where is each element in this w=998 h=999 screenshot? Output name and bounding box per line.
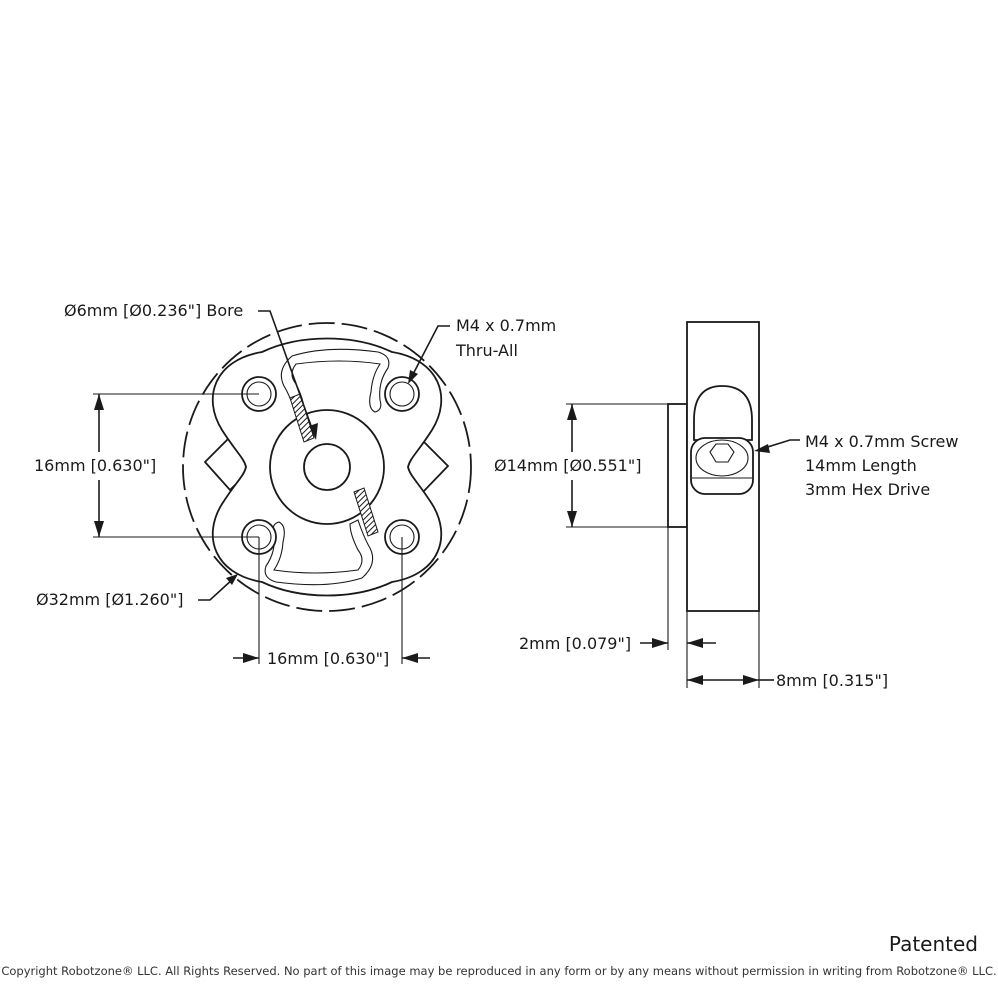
hub-diameter-label: Ø14mm [Ø0.551"] [494,456,641,475]
side-hub [667,403,688,528]
screw-label-line1: M4 x 0.7mm Screw [805,432,958,451]
thickness-dimension: 8mm [0.315"] [687,611,888,690]
hub-diameter-dimension: Ø14mm [Ø0.551"] [494,403,668,528]
screw-label-line3: 3mm Hex Drive [805,480,930,499]
patented-label: Patented [888,932,978,956]
screw-head-top [695,439,749,477]
copyright-notice: Copyright Robotzone® LLC. All Rights Res… [1,964,997,978]
bolt-hole-top-right [384,376,420,412]
bore-label: Ø6mm [Ø0.236"] Bore [64,301,243,320]
bore [303,443,351,491]
thread-label-line2: Thru-All [455,341,518,360]
horizontal-spacing-dimension: 16mm [0.630"] [233,537,430,668]
hub-length-dimension: 2mm [0.079"] [519,527,716,688]
vertical-spacing-label: 16mm [0.630"] [34,456,156,475]
hatched-screw-bottom [353,487,379,537]
screw-head [690,437,754,495]
screw-counterbore [693,385,753,441]
bore-leader: Ø6mm [Ø0.236"] Bore [64,301,318,440]
screw-label-line2: 14mm Length [805,456,917,475]
hex-drive [709,443,735,463]
thickness-label: 8mm [0.315"] [776,671,888,690]
outer-diameter-leader: Ø32mm [Ø1.260"] [36,574,238,609]
front-view: 16mm [0.630"] 16mm [0.630"] Ø6mm [Ø0.236… [34,301,556,668]
hub-length-label: 2mm [0.079"] [519,634,631,653]
bottom-slot [264,519,374,586]
vertical-spacing-dimension: 16mm [0.630"] [34,393,259,538]
thread-label-line1: M4 x 0.7mm [456,316,556,335]
side-view: Ø14mm [Ø0.551"] M4 x 0.7mm Screw 14mm Le… [494,321,958,690]
thread-leader: M4 x 0.7mm Thru-All [408,316,556,384]
horizontal-spacing-label: 16mm [0.630"] [267,649,389,668]
screw-leader: M4 x 0.7mm Screw 14mm Length 3mm Hex Dri… [754,432,958,499]
hatched-screw-top [289,393,315,443]
outer-diameter-label: Ø32mm [Ø1.260"] [36,590,183,609]
